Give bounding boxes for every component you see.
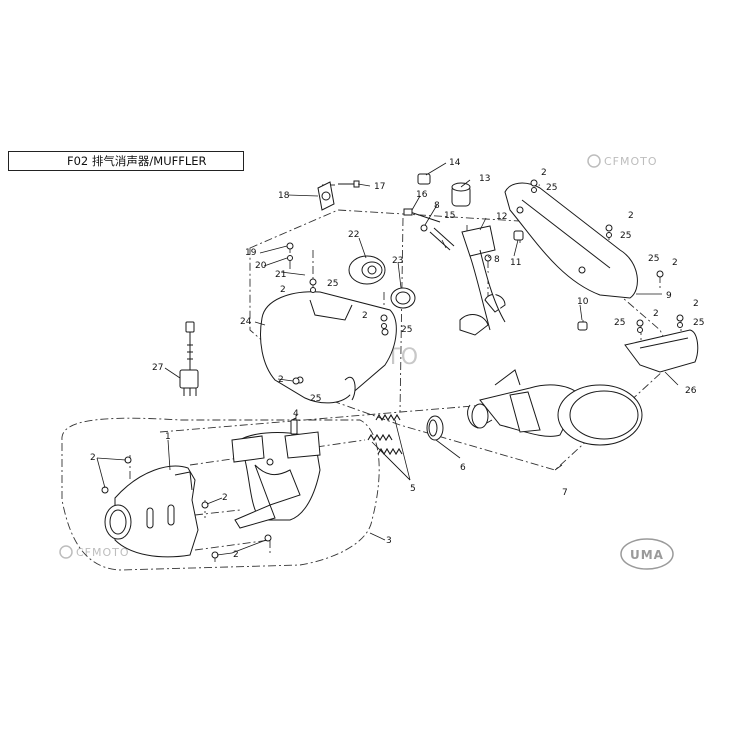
callout-25: 25 (620, 231, 631, 241)
callout-12: 12 (496, 212, 507, 222)
watermark-brand-top: CFMOTO (604, 155, 658, 168)
callout-25: 25 (327, 279, 338, 289)
part-8-washer (420, 224, 492, 262)
callout-17: 17 (374, 182, 385, 192)
callout-16: 16 (416, 190, 428, 200)
part-3-header-pipe (231, 431, 321, 529)
callout-19: 19 (245, 248, 257, 258)
callout-3: 3 (386, 536, 392, 546)
callout-1: 1 (165, 432, 171, 442)
callout-13: 13 (479, 174, 490, 184)
part-26-lower-heat-shield (624, 329, 699, 373)
callout-5: 5 (410, 484, 416, 494)
part-10-nut (577, 321, 588, 331)
callout-24: 24 (240, 317, 252, 327)
callout-4: 4 (293, 409, 299, 419)
part-15-bolt (429, 227, 455, 251)
part-17-bolt (338, 180, 360, 188)
callout-2: 2 (278, 375, 284, 385)
callout-18: 18 (278, 191, 290, 201)
callout-2: 2 (362, 311, 368, 321)
callout-2: 2 (653, 309, 659, 319)
callout-8: 8 (494, 255, 500, 265)
callout-2: 2 (541, 168, 547, 178)
callout-8: 8 (434, 201, 440, 211)
part-6-gasket (426, 415, 444, 441)
part-22-flange (348, 255, 386, 285)
callout-15: 15 (444, 211, 455, 221)
part-4-stud (290, 417, 298, 435)
callout-14: 14 (449, 158, 461, 168)
callout-9: 9 (666, 291, 672, 301)
uma-badge (620, 538, 674, 570)
callout-7: 7 (562, 488, 568, 498)
callout-27: 27 (152, 363, 163, 373)
part-27-oxygen-sensor (179, 321, 199, 396)
callout-2: 2 (90, 453, 96, 463)
callout-25: 25 (648, 254, 659, 264)
callout-25: 25 (401, 325, 412, 335)
part-7-muffler (459, 294, 643, 446)
part-13-rubber-bushing (451, 182, 471, 207)
callout-23: 23 (392, 256, 403, 266)
callout-2: 2 (693, 299, 699, 309)
fasteners (101, 179, 684, 559)
watermark-top-right (587, 154, 601, 168)
part-11-nut (513, 230, 524, 241)
callout-6: 6 (460, 463, 466, 473)
callout-2: 2 (233, 550, 239, 560)
callout-2: 2 (280, 285, 286, 295)
callout-20: 20 (255, 261, 267, 271)
watermark-brand-bottom: CFMOTO (76, 546, 130, 559)
callout-22: 22 (348, 230, 359, 240)
watermark-bottom-left (59, 545, 73, 559)
callout-2: 2 (628, 211, 634, 221)
callout-10: 10 (577, 297, 589, 307)
callout-2: 2 (672, 258, 678, 268)
callout-25: 25 (310, 394, 321, 404)
part-1-header-heat-guard (104, 465, 199, 558)
part-23-gasket (390, 287, 416, 309)
part-12-bracket (461, 225, 506, 331)
part-16-bolt (403, 208, 441, 223)
callout-25: 25 (614, 318, 625, 328)
callout-2: 2 (222, 493, 228, 503)
uma-badge-text: UMA (630, 548, 664, 562)
callout-numbers: 1 2 2 2 2 2 2 2 2 2 2 2 3 4 5 6 7 8 8 9 … (90, 158, 704, 560)
callout-25: 25 (693, 318, 704, 328)
callout-21: 21 (275, 270, 286, 280)
part-24-side-shield (260, 291, 397, 404)
part-9-heat-shield (504, 182, 638, 299)
part-18-clamp (317, 181, 335, 211)
part-14-nut (417, 173, 431, 185)
diagram-title: F02 排气消声器/MUFFLER (8, 151, 244, 171)
part-5-springs (367, 413, 403, 456)
callout-11: 11 (510, 258, 521, 268)
leader-lines (96, 162, 679, 556)
callout-26: 26 (685, 386, 697, 396)
callout-25: 25 (546, 183, 557, 193)
